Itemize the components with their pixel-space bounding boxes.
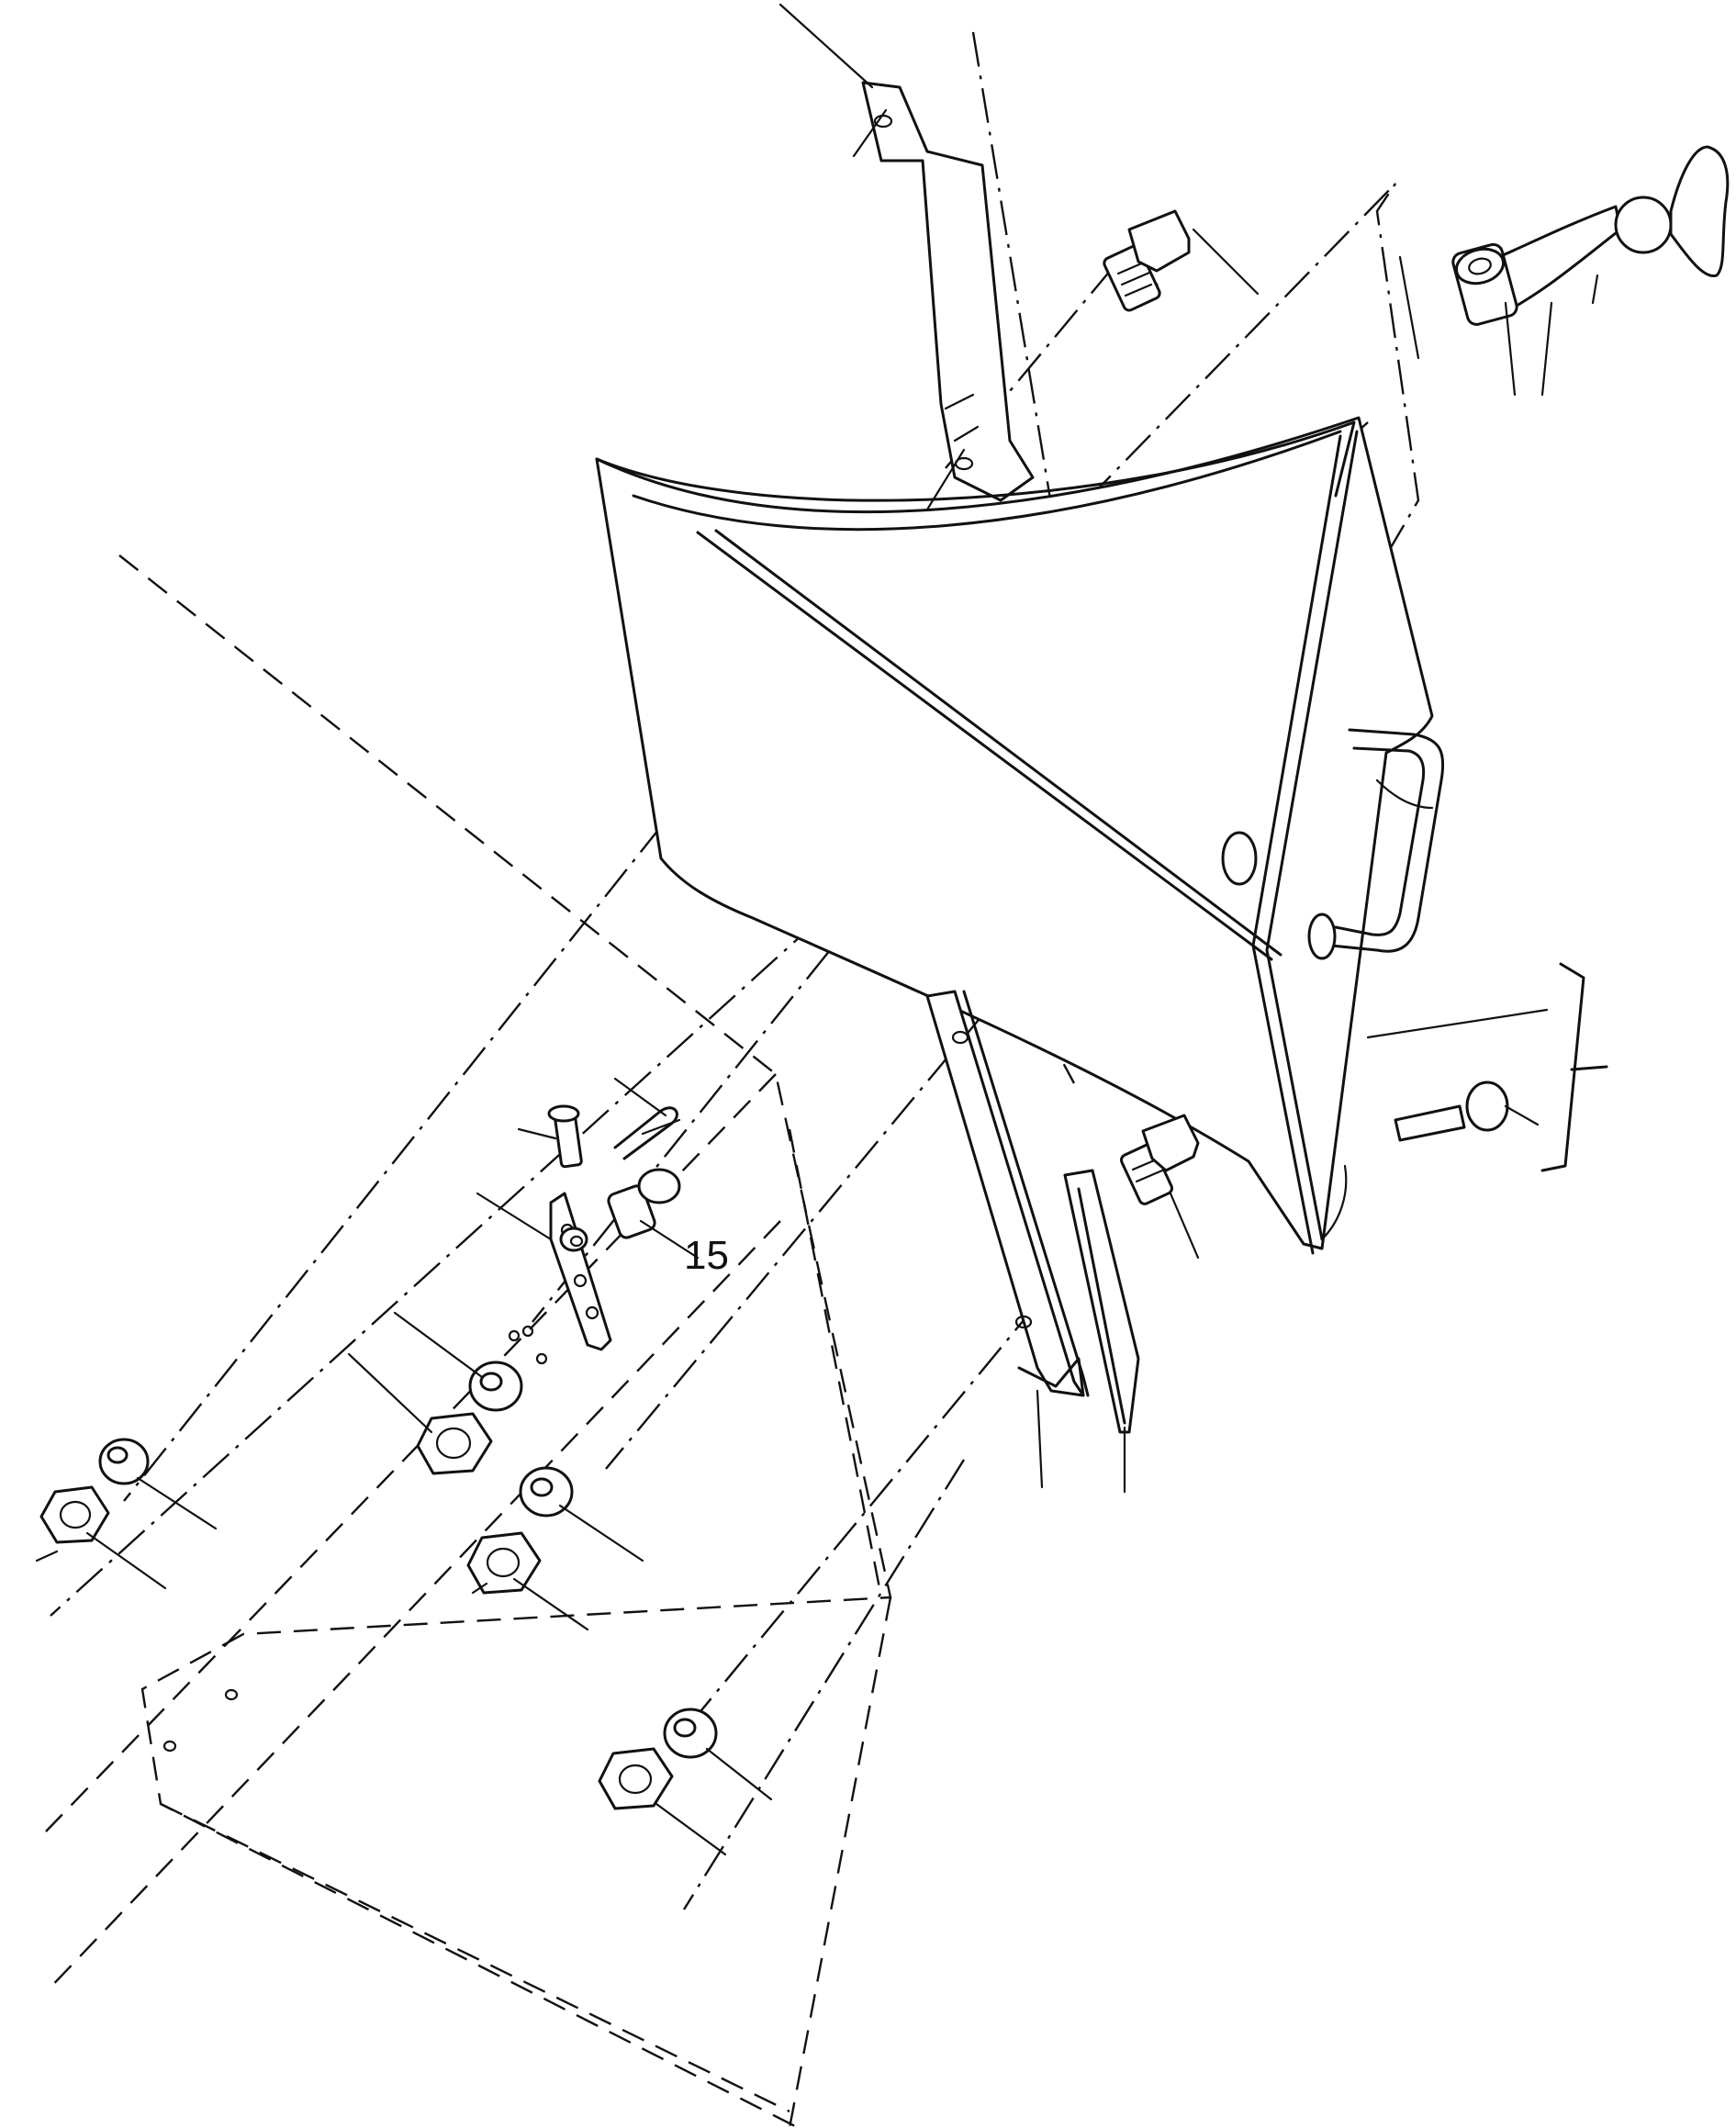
chute-handle xyxy=(1221,728,1445,960)
pivot-stud xyxy=(1394,1081,1509,1142)
mounting-frame-phantom xyxy=(45,554,892,2128)
hex-nut-mid-1 xyxy=(416,1412,493,1475)
hex-nut-bottom xyxy=(598,1747,674,1810)
hex-nut-left-1 xyxy=(39,1485,110,1544)
washer-mid-1 xyxy=(468,1361,523,1412)
hex-nut-mid-2 xyxy=(466,1531,542,1595)
wing-knob xyxy=(1451,145,1730,326)
upper-mounting-bracket xyxy=(861,81,1035,502)
hex-bolt-lower xyxy=(1119,1114,1200,1205)
callout-15: 15 xyxy=(684,1233,729,1278)
discharge-chute-body xyxy=(595,416,1434,1255)
spacer-plate xyxy=(1063,1169,1140,1434)
assembly-bracket-symbol xyxy=(1540,962,1608,1172)
leader-lines xyxy=(35,3,1599,1856)
hinge-plate xyxy=(549,1192,612,1351)
lower-mounting-bracket xyxy=(925,990,1090,1397)
washer-bottom xyxy=(663,1708,718,1759)
hinge-washers xyxy=(508,1226,588,1365)
clevis-pin xyxy=(547,1104,583,1169)
bolt-item-15 xyxy=(607,1168,681,1239)
hex-bolt-upper xyxy=(1103,209,1191,312)
cotter-pin xyxy=(613,1106,681,1160)
washer-mid-2 xyxy=(519,1466,574,1518)
washer-left-1 xyxy=(98,1438,150,1485)
